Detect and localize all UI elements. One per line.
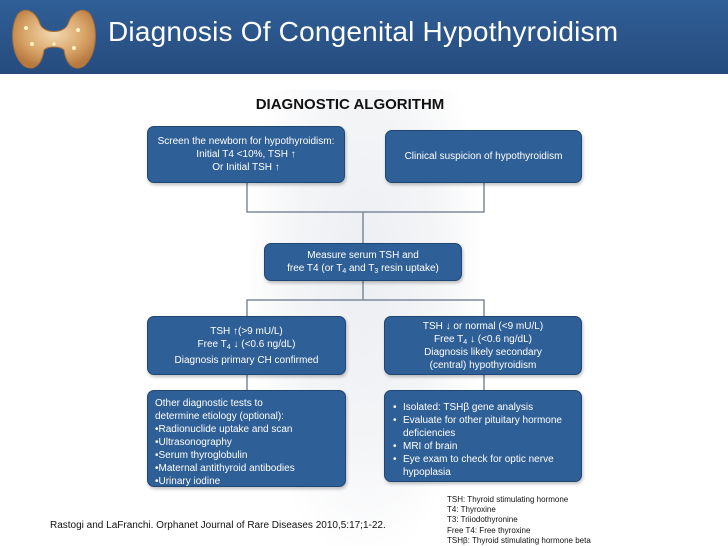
secondary-line-1: TSH ↓ or normal (<9 mU/L)	[422, 320, 544, 332]
primary-line-3: Diagnosis primary CH confirmed	[174, 354, 319, 366]
other-tests-box: Other diagnostic tests to determine etio…	[147, 390, 346, 487]
glossary-item: T4: Thyroxine	[447, 505, 496, 515]
glossary-item: TSHβ: Thyroid stimulating hormone beta	[447, 535, 591, 545]
other-tests-line: •Ultrasonography	[155, 437, 232, 448]
measure-line-1: Measure serum TSH and	[307, 250, 419, 261]
central-test-item: • Eye exam to check for optic nerve	[393, 454, 554, 465]
secondary-line-2: Free T4 ↓ (<0.6 ng/dL)	[434, 333, 532, 346]
screen-line-3: Or Initial TSH ↑	[212, 162, 280, 173]
screen-newborn-box: Screen the newborn for hypothyroidism: I…	[147, 126, 345, 183]
primary-ch-box: TSH ↑(>9 mU/L) Free T4 ↓ (<0.6 ng/dL) Di…	[147, 316, 346, 375]
slide-title: Diagnosis Of Congenital Hypothyroidism	[108, 16, 619, 47]
other-tests-line: Other diagnostic tests to	[155, 398, 263, 409]
connector-screen-down	[246, 183, 363, 213]
diagram-subtitle: DIAGNOSTIC ALGORITHM	[255, 96, 445, 113]
other-tests-line: •Maternal antithyroid antibodies	[155, 463, 295, 474]
connector-split	[246, 299, 485, 316]
other-tests-line: determine etiology (optional):	[155, 411, 284, 422]
thyroid-gland-icon	[12, 9, 96, 69]
clinical-line-1: Clinical suspicion of hypothyroidism	[404, 151, 563, 162]
measure-line-2: free T4 (or T4 and T3 resin uptake)	[287, 263, 439, 275]
secondary-ch-box: TSH ↓ or normal (<9 mU/L) Free T4 ↓ (<0.…	[384, 316, 582, 375]
citation: Rastogi and LaFranchi. Orphanet Journal …	[50, 520, 386, 531]
primary-line-2: Free T4 ↓ (<0.6 ng/dL)	[197, 338, 296, 351]
other-tests-line: •Radionuclide uptake and scan	[155, 424, 293, 435]
abbreviation-glossary: TSH: Thyroid stimulating hormone T4: Thy…	[447, 495, 591, 546]
central-tests-box: • Isolated: TSHβ gene analysis • Evaluat…	[384, 390, 582, 482]
central-test-item-continued: deficiencies	[403, 428, 456, 439]
glossary-item: TSH: Thyroid stimulating hormone	[447, 495, 569, 504]
central-test-item: • MRI of brain	[393, 441, 458, 452]
clinical-suspicion-box: Clinical suspicion of hypothyroidism	[385, 130, 582, 183]
secondary-line-3: Diagnosis likely secondary	[424, 346, 542, 358]
secondary-line-4: (central) hypothyroidism	[429, 359, 537, 371]
measure-tsh-box: Measure serum TSH and free T4 (or T4 and…	[264, 243, 462, 281]
other-tests-line: •Serum thyroglobulin	[155, 450, 248, 461]
central-test-item: • Evaluate for other pituitary hormone	[393, 415, 562, 426]
other-tests-line: •Urinary iodine	[155, 476, 221, 487]
slide-header: Diagnosis Of Congenital Hypothyroidism	[0, 0, 728, 74]
screen-line-1: Screen the newborn for hypothyroidism:	[157, 136, 335, 147]
screen-line-2: Initial T4 <10%, TSH ↑	[196, 149, 296, 160]
glossary-item: Free T4: Free thyroxine	[447, 525, 531, 535]
connector-clinical-down	[363, 183, 485, 213]
central-test-item: • Isolated: TSHβ gene analysis	[393, 402, 534, 413]
central-test-item-continued: hypoplasia	[403, 467, 451, 478]
primary-line-1: TSH ↑(>9 mU/L)	[210, 325, 283, 337]
glossary-item: T3: Triiodothyronine	[447, 515, 518, 525]
